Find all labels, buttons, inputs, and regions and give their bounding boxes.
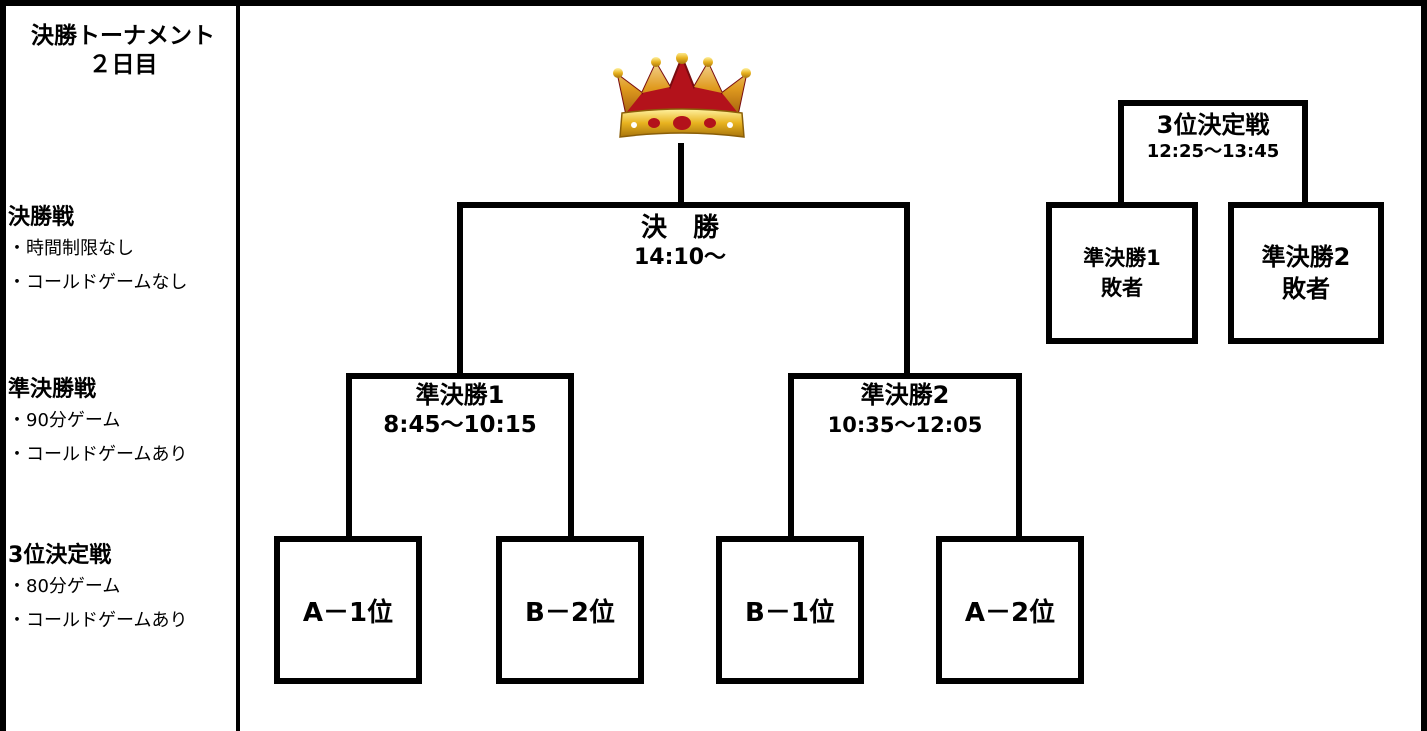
sidebar-section-final: 決勝戦 ・時間制限なし ・コールドゲームなし	[8, 205, 234, 307]
section-heading: 決勝戦	[8, 205, 75, 230]
crown-icon	[613, 53, 751, 138]
team-box-b1: B－1位	[716, 536, 864, 684]
team-label: B－2位	[525, 597, 615, 628]
third-left-line1: 準決勝1	[1083, 246, 1161, 270]
semi2-left-leg	[788, 373, 794, 541]
sidebar-section-third-place: 3位決定戦 ・80分ゲーム ・コールドゲームあり	[8, 543, 234, 645]
semi2-right-leg	[1016, 373, 1022, 541]
semi2-label: 準決勝2 10:35～12:05	[795, 380, 1015, 440]
semi1-bar	[346, 373, 574, 379]
third-right-line1: 準決勝2	[1261, 243, 1351, 271]
final-left-leg	[457, 202, 463, 376]
third-box-right: 準決勝2 敗者	[1228, 202, 1384, 344]
semi2-time: 10:35～12:05	[827, 413, 983, 437]
sidebar-divider	[236, 0, 240, 731]
section-item: ・90分ゲーム	[8, 410, 121, 431]
section-heading: 3位決定戦	[8, 543, 112, 568]
third-place-label: 3位決定戦 12:25～13:45	[1124, 110, 1302, 164]
semi1-name: 準決勝1	[415, 381, 505, 409]
third-left-leg	[1118, 100, 1124, 206]
semi1-left-leg	[346, 373, 352, 541]
third-bar	[1118, 100, 1308, 106]
semi1-time: 8:45～10:15	[383, 412, 537, 438]
section-item: ・コールドゲームあり	[8, 444, 188, 465]
third-right-leg	[1302, 100, 1308, 206]
third-place-time: 12:25～13:45	[1146, 141, 1280, 162]
third-place-name: 3位決定戦	[1156, 111, 1270, 139]
section-item: ・コールドゲームなし	[8, 272, 188, 293]
section-heading: 準決勝戦	[8, 377, 97, 402]
semi2-bar	[788, 373, 1022, 379]
final-right-leg	[904, 202, 910, 376]
team-label: A－1位	[302, 597, 394, 628]
third-box-left: 準決勝1 敗者	[1046, 202, 1198, 344]
semi2-name: 準決勝2	[860, 381, 950, 409]
team-box-a1: A－1位	[274, 536, 422, 684]
section-item: ・コールドゲームあり	[8, 610, 188, 631]
team-box-b2: B－2位	[496, 536, 644, 684]
team-label: B－1位	[745, 597, 835, 628]
sidebar-section-semifinal: 準決勝戦 ・90分ゲーム ・コールドゲームあり	[8, 377, 234, 479]
final-time: 14:10～	[633, 245, 727, 270]
third-right-line2: 敗者	[1282, 275, 1330, 303]
final-stem	[678, 143, 684, 205]
section-item: ・時間制限なし	[8, 238, 134, 259]
team-label: A－2位	[964, 597, 1056, 628]
sidebar-title-line2: ２日目	[88, 52, 158, 78]
team-box-a2: A－2位	[936, 536, 1084, 684]
third-left-line2: 敗者	[1101, 276, 1143, 300]
sidebar-title-line1: 決勝トーナメント	[31, 23, 215, 49]
semi1-label: 準決勝1 8:45～10:15	[355, 380, 565, 440]
final-bar	[457, 202, 910, 208]
final-name: 決 勝	[640, 213, 719, 243]
sidebar-title: 決勝トーナメント ２日目	[10, 22, 236, 80]
section-item: ・80分ゲーム	[8, 576, 121, 597]
semi1-right-leg	[568, 373, 574, 541]
final-label: 決 勝 14:10～	[580, 212, 780, 272]
